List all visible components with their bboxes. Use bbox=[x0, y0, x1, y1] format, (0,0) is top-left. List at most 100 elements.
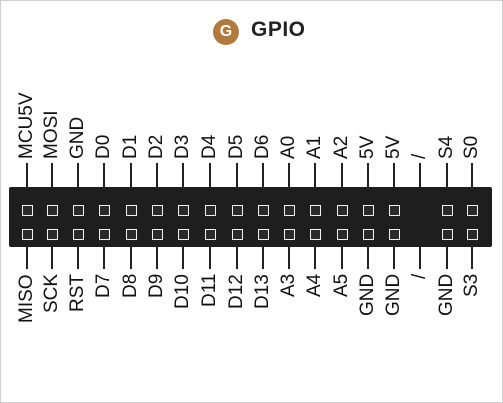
top-pin-tick bbox=[51, 163, 53, 187]
top-pin-label: S4 bbox=[436, 135, 457, 159]
pin-top-6 bbox=[178, 205, 189, 216]
top-pin-label: D1 bbox=[120, 134, 141, 159]
top-pin-tick bbox=[77, 163, 79, 187]
top-pin-tick bbox=[26, 163, 28, 187]
pin-bottom-4 bbox=[126, 229, 137, 240]
top-pin-tick bbox=[419, 163, 421, 187]
pin-top-13 bbox=[363, 205, 374, 216]
top-pin-tick bbox=[367, 163, 369, 187]
bottom-pin-tick bbox=[77, 247, 79, 269]
pin-top-7 bbox=[205, 205, 216, 216]
bottom-pin-tick bbox=[26, 247, 28, 269]
page-title: GPIO bbox=[251, 18, 306, 41]
top-pin-label: A0 bbox=[278, 135, 299, 159]
pin-bottom-5 bbox=[152, 229, 163, 240]
pin-bottom-12 bbox=[337, 229, 348, 240]
top-pin-tick bbox=[236, 163, 238, 187]
pin-bottom-2 bbox=[73, 229, 84, 240]
pin-top-17 bbox=[467, 205, 478, 216]
bottom-pin-label: GND bbox=[383, 274, 404, 317]
bottom-pin-label: A5 bbox=[331, 274, 352, 298]
top-pin-tick bbox=[182, 163, 184, 187]
pin-top-0 bbox=[22, 205, 33, 216]
top-pin-label: 5V bbox=[383, 135, 404, 159]
pin-bottom-7 bbox=[205, 229, 216, 240]
pin-bottom-13 bbox=[363, 229, 374, 240]
pin-bottom-0 bbox=[22, 229, 33, 240]
bottom-pin-label: D8 bbox=[120, 274, 141, 299]
bottom-pin-label: D11 bbox=[199, 274, 220, 308]
bottom-pin-label: D7 bbox=[93, 274, 114, 299]
bottom-pin-tick bbox=[209, 247, 211, 269]
pin-bottom-9 bbox=[258, 229, 269, 240]
pin-top-3 bbox=[99, 205, 110, 216]
bottom-pin-label: / bbox=[409, 274, 430, 280]
bottom-pin-tick bbox=[51, 247, 53, 269]
bottom-pin-label: GND bbox=[436, 274, 457, 317]
bottom-pin-tick bbox=[130, 247, 132, 269]
pin-bottom-14 bbox=[389, 229, 400, 240]
pin-top-4 bbox=[126, 205, 137, 216]
top-pin-tick bbox=[341, 163, 343, 187]
top-pin-label: D5 bbox=[226, 134, 247, 159]
pin-bottom-16 bbox=[442, 229, 453, 240]
pin-top-8 bbox=[232, 205, 243, 216]
bottom-pin-label: A3 bbox=[278, 274, 299, 298]
bottom-pin-tick bbox=[471, 247, 473, 269]
bottom-pin-tick bbox=[446, 247, 448, 269]
top-pin-label: GND bbox=[67, 116, 88, 159]
top-pin-tick bbox=[471, 163, 473, 187]
bottom-pin-label: D9 bbox=[146, 274, 167, 299]
top-pin-label: D6 bbox=[252, 134, 273, 159]
pin-top-11 bbox=[310, 205, 321, 216]
pin-top-9 bbox=[258, 205, 269, 216]
bottom-pin-tick bbox=[341, 247, 343, 269]
top-pin-label: D3 bbox=[172, 134, 193, 159]
top-pin-label: A1 bbox=[304, 135, 325, 159]
bottom-pin-tick bbox=[236, 247, 238, 269]
pin-top-2 bbox=[73, 205, 84, 216]
pin-bottom-6 bbox=[178, 229, 189, 240]
bottom-pin-label: S3 bbox=[461, 274, 482, 298]
bottom-pin-label: SCK bbox=[41, 274, 62, 314]
top-pin-tick bbox=[393, 163, 395, 187]
pin-header-connector bbox=[9, 187, 492, 247]
bottom-pin-tick bbox=[314, 247, 316, 269]
top-pin-label: S0 bbox=[461, 135, 482, 159]
pin-top-16 bbox=[442, 205, 453, 216]
top-pin-label: / bbox=[409, 153, 430, 159]
top-pin-label: D0 bbox=[93, 134, 114, 159]
bottom-pin-tick bbox=[262, 247, 264, 269]
pin-top-1 bbox=[47, 205, 58, 216]
bottom-pin-tick bbox=[393, 247, 395, 269]
bottom-pin-label: MISO bbox=[16, 274, 37, 323]
pin-top-10 bbox=[284, 205, 295, 216]
pin-top-14 bbox=[389, 205, 400, 216]
pin-top-12 bbox=[337, 205, 348, 216]
bottom-pin-tick bbox=[103, 247, 105, 269]
bottom-pin-label: A4 bbox=[304, 274, 325, 298]
pin-bottom-10 bbox=[284, 229, 295, 240]
pin-bottom-1 bbox=[47, 229, 58, 240]
pin-bottom-3 bbox=[99, 229, 110, 240]
bottom-pin-label: GND bbox=[357, 274, 378, 317]
top-pin-label: MCU5V bbox=[16, 92, 37, 159]
bottom-pin-label: D12 bbox=[226, 274, 247, 309]
top-pin-label: 5V bbox=[357, 135, 378, 159]
bottom-pin-label: D13 bbox=[252, 274, 273, 309]
bottom-pin-label: D10 bbox=[172, 274, 193, 309]
top-pin-label: D4 bbox=[199, 134, 220, 159]
pin-bottom-8 bbox=[232, 229, 243, 240]
bottom-pin-tick bbox=[182, 247, 184, 269]
bottom-pin-tick bbox=[367, 247, 369, 269]
top-pin-label: A2 bbox=[331, 135, 352, 159]
top-pin-tick bbox=[446, 163, 448, 187]
top-pin-tick bbox=[156, 163, 158, 187]
pin-bottom-11 bbox=[310, 229, 321, 240]
top-pin-tick bbox=[314, 163, 316, 187]
panel-header: G GPIO bbox=[1, 1, 503, 61]
top-pin-tick bbox=[262, 163, 264, 187]
top-pin-label: D2 bbox=[146, 134, 167, 159]
bottom-pin-tick bbox=[156, 247, 158, 269]
bottom-pin-label: RST bbox=[67, 274, 88, 312]
